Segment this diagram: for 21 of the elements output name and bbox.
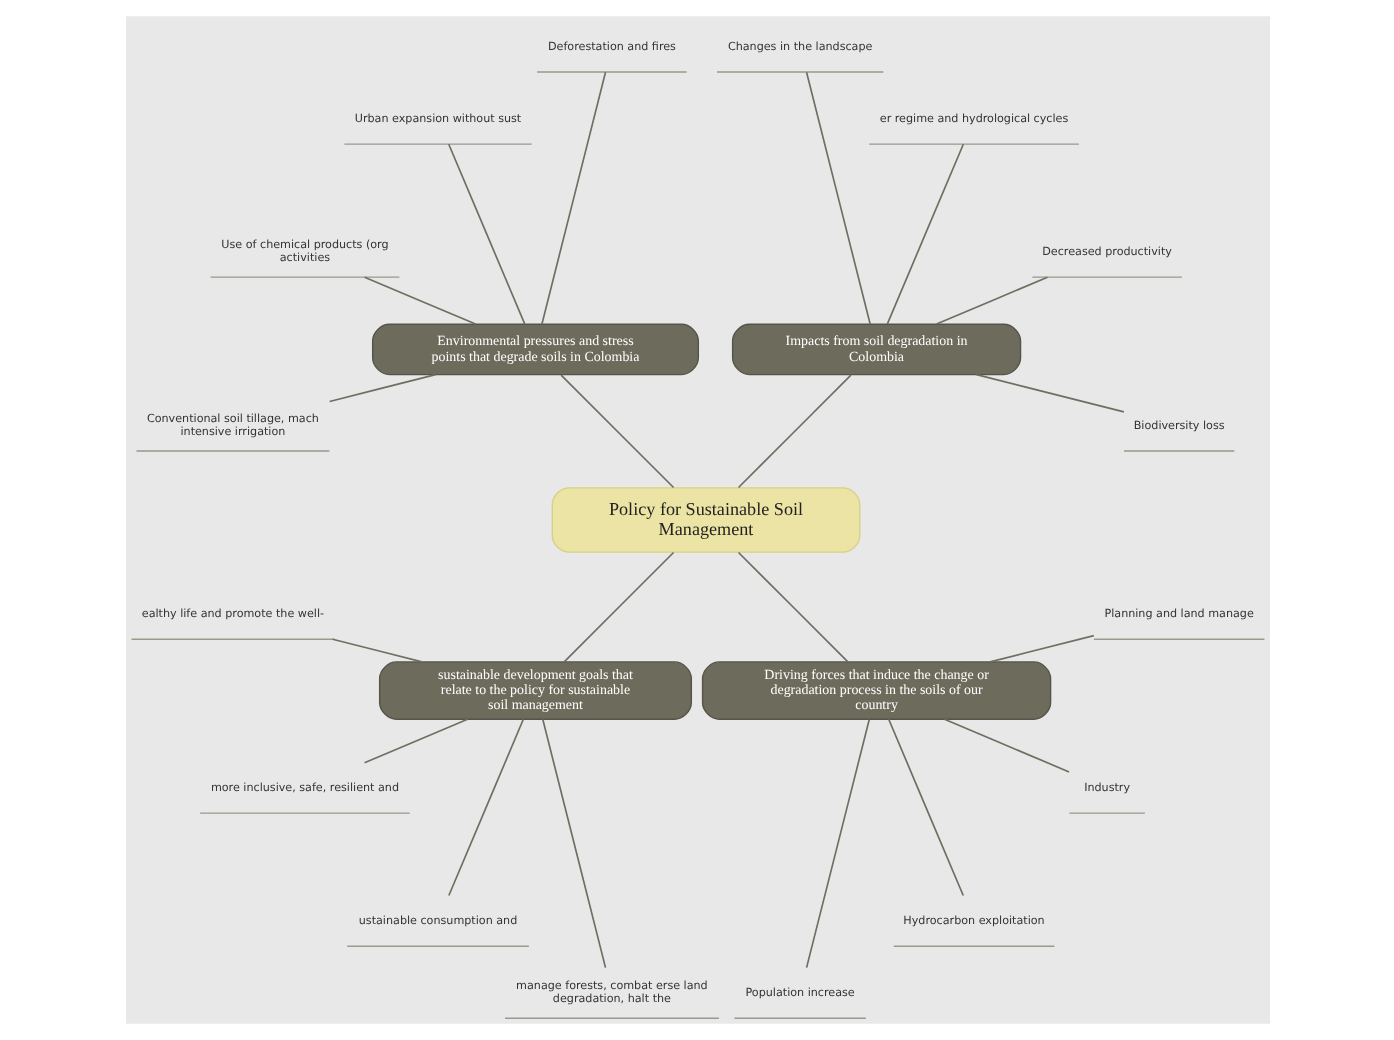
- connector: [562, 551, 674, 663]
- node-box: Policy for Sustainable Soil Management: [550, 487, 860, 553]
- connector: [327, 373, 436, 403]
- connector: [362, 718, 468, 764]
- connector: [736, 551, 848, 663]
- connector: [804, 718, 870, 969]
- connector: [886, 718, 964, 897]
- connector: [736, 374, 851, 489]
- connector: [942, 718, 1069, 773]
- connector: [974, 373, 1124, 413]
- connector: [447, 718, 524, 897]
- connector: [330, 638, 422, 663]
- connector: [988, 634, 1094, 663]
- connector: [362, 276, 476, 325]
- connector: [804, 71, 871, 325]
- connector: [540, 71, 606, 325]
- connector: [934, 276, 1048, 325]
- connector: [446, 143, 525, 325]
- connector: [559, 374, 674, 489]
- connector: [885, 143, 964, 325]
- connector: [541, 718, 606, 969]
